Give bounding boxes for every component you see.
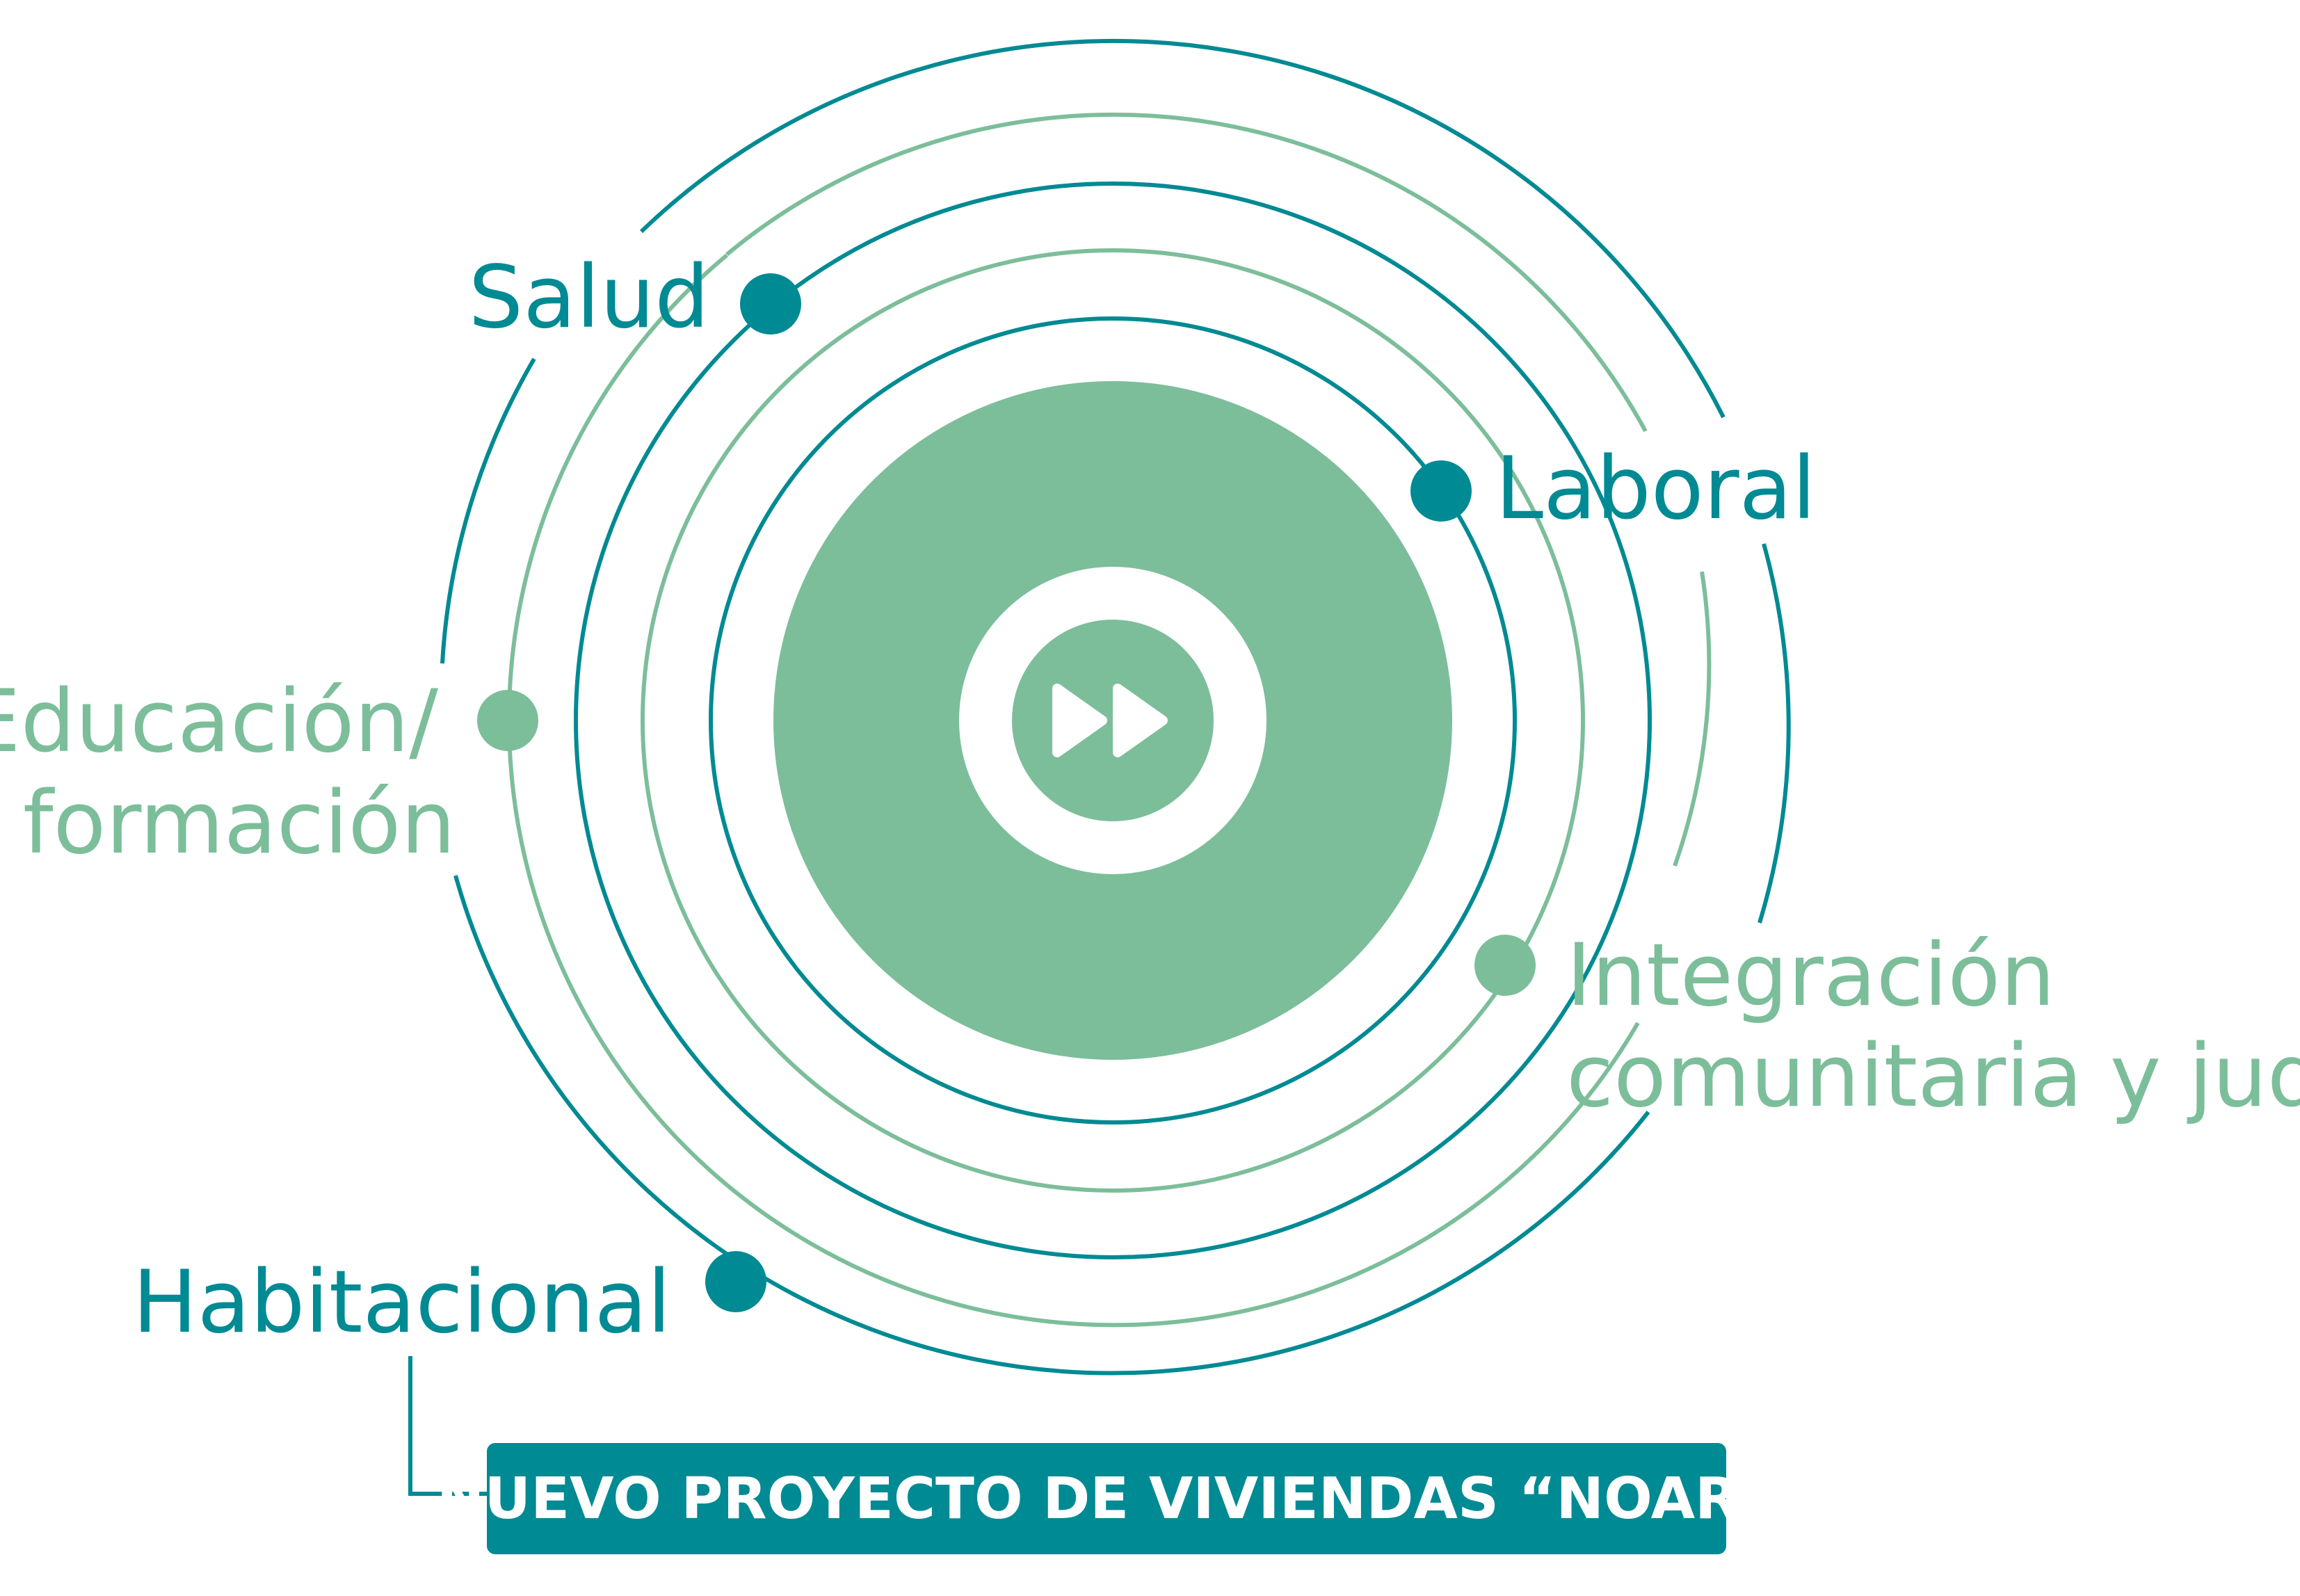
ring-2 — [641, 248, 1585, 1193]
label-salud: Salud — [469, 248, 709, 348]
label-educacion-line2: formación — [23, 773, 456, 873]
ring-3 — [574, 182, 1652, 1259]
salud-dot — [740, 273, 801, 334]
integracion-dot — [1474, 935, 1536, 996]
label-laboral: Laboral — [1495, 439, 1816, 539]
banner-text: NUEVO PROYECTO DE VIVIENDAS “NOAR” — [437, 1466, 1776, 1532]
ring-4 — [506, 112, 1712, 1328]
label-integracion-line1: Integración — [1566, 926, 2055, 1026]
habitacional-connector — [408, 1356, 487, 1496]
banner-box — [487, 1443, 1726, 1554]
ring-1 — [709, 316, 1517, 1125]
fast-forward-icon — [959, 567, 1266, 874]
ring-5 — [440, 38, 1791, 1376]
laboral-dot — [1410, 460, 1472, 522]
habitacional-dot — [705, 1251, 766, 1312]
label-educacion-line1: Educación/ — [0, 672, 438, 772]
educacion-dot — [477, 690, 538, 751]
label-habitacional: Habitacional — [132, 1252, 671, 1353]
label-integracion-line2: comunitaria y judía — [1566, 1026, 2300, 1127]
